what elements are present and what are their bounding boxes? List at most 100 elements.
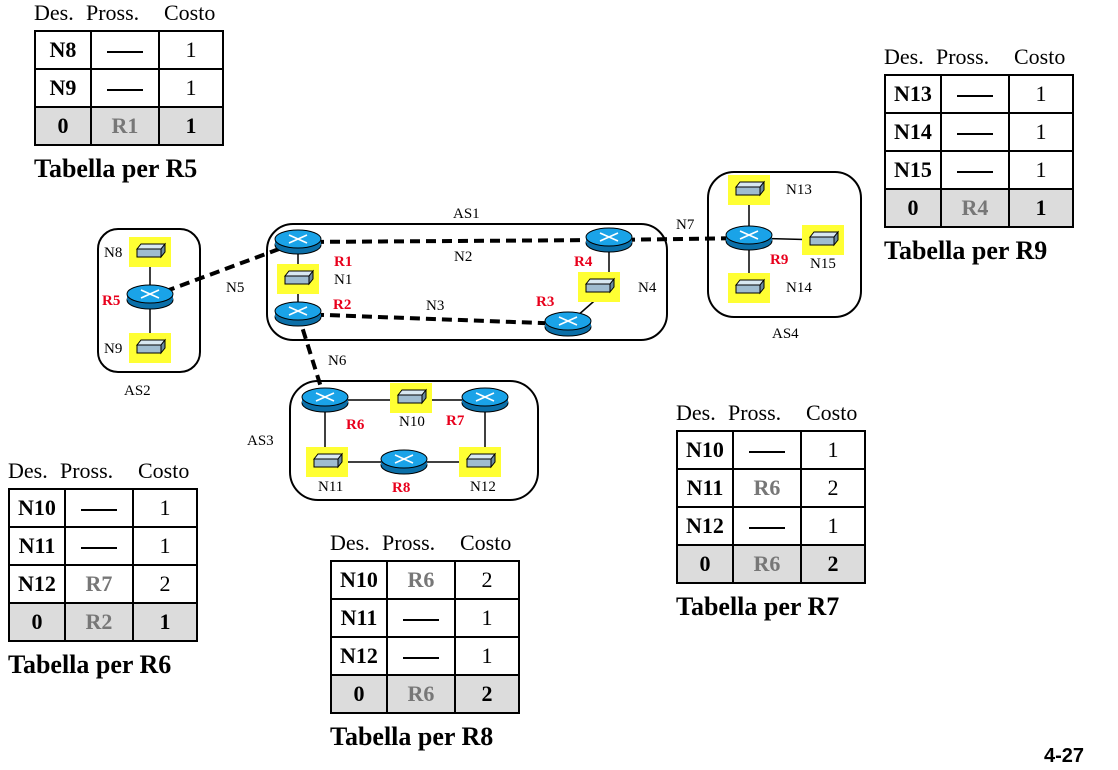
cell-cost: 2 xyxy=(800,468,866,508)
cell-cost: 1 xyxy=(132,526,198,566)
as2-boundary xyxy=(97,228,201,373)
column-header-dest: Des. xyxy=(330,530,370,555)
cell-dest: N15 xyxy=(884,150,942,190)
network-label-n12: N12 xyxy=(470,479,496,495)
network-label-n9: N9 xyxy=(104,341,122,357)
switch-icon xyxy=(727,174,771,206)
cell-dest: 0 xyxy=(884,188,942,228)
router-label-r4: R4 xyxy=(574,254,593,270)
column-header-next: Pross. xyxy=(936,44,990,69)
switch-icon xyxy=(458,446,502,478)
switch-icon xyxy=(128,332,172,364)
column-header-next: Pross. xyxy=(86,0,140,25)
network-label-n8: N8 xyxy=(104,245,122,261)
cell-dest: 0 xyxy=(8,602,66,642)
dash-icon xyxy=(749,450,785,453)
cell-next xyxy=(940,74,1010,114)
table-title: Tabella per R5 xyxy=(34,154,198,183)
cell-next: R7 xyxy=(64,564,134,604)
cell-next: R2 xyxy=(64,602,134,642)
router-icon xyxy=(274,301,322,327)
dash-icon xyxy=(957,94,993,97)
cell-dest: N13 xyxy=(884,74,942,114)
cell-next: R1 xyxy=(90,106,160,146)
cell-cost: 2 xyxy=(454,674,520,714)
slide-number: 4-27 xyxy=(1043,745,1084,767)
dash-icon xyxy=(749,526,785,529)
router-icon xyxy=(301,387,349,413)
router-icon xyxy=(585,227,633,253)
router-icon xyxy=(126,284,174,310)
router-label-r5: R5 xyxy=(102,293,120,309)
switch-icon xyxy=(128,236,172,268)
cell-dest: N10 xyxy=(330,560,388,600)
column-header-dest: Des. xyxy=(8,458,48,483)
cell-cost: 1 xyxy=(800,506,866,546)
network-label-n14: N14 xyxy=(786,280,812,296)
network-label-n7: N7 xyxy=(676,217,695,233)
network-label-n1: N1 xyxy=(334,272,352,288)
table-title: Tabella per R9 xyxy=(884,236,1048,265)
cell-dest: N11 xyxy=(676,468,734,508)
router-label-r9: R9 xyxy=(770,252,788,268)
cell-next: R6 xyxy=(732,544,802,584)
as-label-as4: AS4 xyxy=(772,326,799,342)
dashed-links xyxy=(149,236,750,401)
dash-icon xyxy=(403,618,439,621)
router-label-r2: R2 xyxy=(333,297,351,313)
cell-cost: 1 xyxy=(158,68,224,108)
dash-icon xyxy=(957,132,993,135)
cell-next xyxy=(386,598,456,638)
cell-cost: 1 xyxy=(132,602,198,642)
network-label-n2: N2 xyxy=(454,249,472,265)
cell-dest: 0 xyxy=(330,674,388,714)
network-label-n11: N11 xyxy=(318,479,343,495)
cell-dest: 0 xyxy=(676,544,734,584)
cell-dest: N12 xyxy=(8,564,66,604)
column-header-next: Pross. xyxy=(60,458,114,483)
table-row: N9 1 xyxy=(34,68,224,108)
column-header-cost: Costo xyxy=(460,530,512,555)
cell-cost: 1 xyxy=(800,430,866,470)
cell-next xyxy=(90,30,160,70)
cell-cost: 2 xyxy=(454,560,520,600)
as-label-as1: AS1 xyxy=(453,206,480,222)
cell-next xyxy=(64,488,134,528)
cell-dest: 0 xyxy=(34,106,92,146)
as-label-as2: AS2 xyxy=(124,383,151,399)
cell-next xyxy=(732,506,802,546)
as4-boundary xyxy=(707,171,862,318)
network-label-n13: N13 xyxy=(786,182,812,198)
network-label-n6: N6 xyxy=(328,353,347,369)
router-icon xyxy=(544,311,592,337)
cell-next xyxy=(64,526,134,566)
column-header-dest: Des. xyxy=(676,400,716,425)
router-icon xyxy=(725,225,773,251)
switch-icon xyxy=(389,382,433,414)
dash-icon xyxy=(107,88,143,91)
router-icon xyxy=(274,229,322,255)
cell-cost: 1 xyxy=(1008,150,1074,190)
as1-boundary xyxy=(266,223,668,341)
column-header-cost: Costo xyxy=(138,458,190,483)
cell-cost: 2 xyxy=(800,544,866,584)
cell-dest: N9 xyxy=(34,68,92,108)
cell-cost: 1 xyxy=(132,488,198,528)
dash-icon xyxy=(81,508,117,511)
cell-cost: 1 xyxy=(454,598,520,638)
